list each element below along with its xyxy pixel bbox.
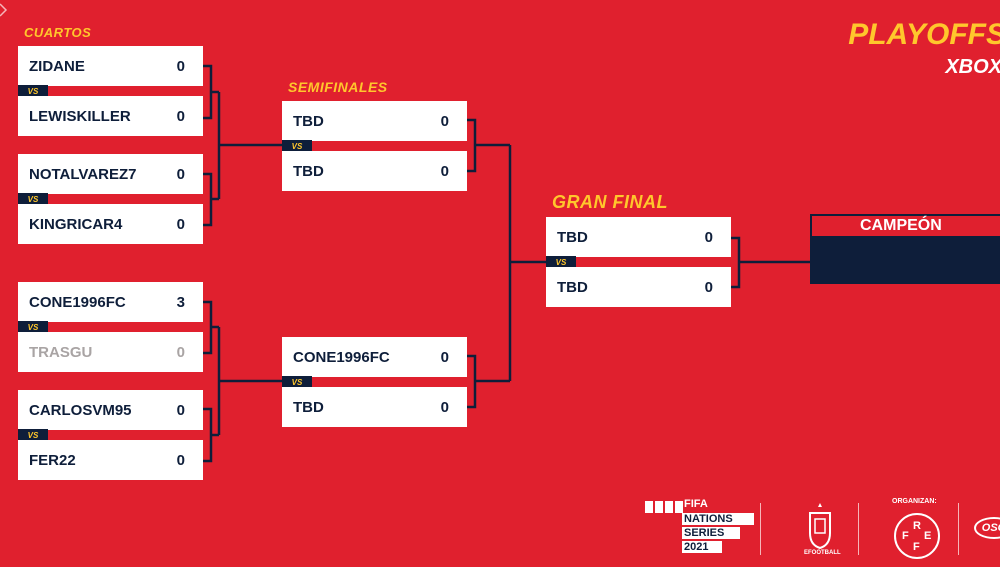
vs-badge: VS (18, 429, 48, 441)
fifa-logo-text: FIFA (684, 498, 708, 510)
player-score: 0 (176, 215, 185, 233)
player-name: TBD (293, 112, 324, 130)
quarterfinal-match-2: NOTALVAREZ7 0 VS KINGRICAR4 0 (18, 154, 203, 254)
player-slot: LEWISKILLER 0 (18, 96, 203, 136)
player-score: 0 (176, 107, 185, 125)
vs-divider (18, 323, 203, 331)
player-score: 0 (176, 343, 185, 361)
player-slot: TBD 0 (546, 217, 731, 257)
quarterfinal-match-3: CONE1996FC 3 VS TRASGU 0 (18, 282, 203, 382)
year-label: 2021 (682, 541, 722, 553)
vs-badge: VS (282, 140, 312, 152)
player-slot: FER22 0 (18, 440, 203, 480)
player-name: CARLOSVM95 (29, 401, 132, 419)
player-slot: TBD 0 (546, 267, 731, 307)
player-name: TBD (293, 398, 324, 416)
nations-label: NATIONS (682, 513, 754, 525)
page-title: PLAYOFFS (848, 18, 1000, 51)
round-label-semifinals: SEMIFINALES (288, 79, 388, 95)
player-name: LEWISKILLER (29, 107, 131, 125)
fifa-stripes-icon (645, 501, 683, 513)
organizer-label: ORGANIZAN: (892, 498, 937, 505)
player-slot: CARLOSVM95 0 (18, 390, 203, 430)
player-slot: ZIDANE 0 (18, 46, 203, 86)
player-name: TBD (557, 278, 588, 296)
champion-header: CAMPEÓN (810, 214, 1000, 238)
player-slot: CONE1996FC 3 (18, 282, 203, 322)
vs-badge: VS (18, 321, 48, 333)
player-score: 0 (704, 278, 713, 296)
player-name: ZIDANE (29, 57, 85, 75)
rfef-logo: R F E F (894, 513, 940, 559)
player-name: KINGRICAR4 (29, 215, 123, 233)
player-name: CONE1996FC (293, 348, 390, 366)
corner-decoration (0, 3, 8, 17)
vs-divider (282, 378, 467, 386)
player-score: 0 (704, 228, 713, 246)
vs-divider (18, 431, 203, 439)
player-score: 0 (440, 398, 449, 416)
round-label-quarterfinals: CUARTOS (24, 25, 92, 40)
vs-badge: VS (18, 193, 48, 205)
divider (958, 503, 959, 555)
player-slot: TBD 0 (282, 101, 467, 141)
player-name: TBD (293, 162, 324, 180)
spain-crest-icon (809, 503, 831, 549)
player-slot: CONE1996FC 0 (282, 337, 467, 377)
divider (858, 503, 859, 555)
efootball-label: EFOOTBALL (804, 550, 841, 556)
player-score: 0 (440, 162, 449, 180)
vs-badge: VS (282, 376, 312, 388)
player-slot: KINGRICAR4 0 (18, 204, 203, 244)
player-slot: TBD 0 (282, 387, 467, 427)
player-slot: NOTALVAREZ7 0 (18, 154, 203, 194)
vs-badge: VS (18, 85, 48, 97)
semifinal-match-2: CONE1996FC 0 VS TBD 0 (282, 337, 467, 437)
round-label-final: GRAN FINAL (552, 192, 668, 212)
sponsor-logos: FIFA NATIONS SERIES 2021 EFOOTBALL ORGAN… (640, 495, 1000, 567)
player-slot-eliminated: TRASGU 0 (18, 332, 203, 372)
player-name: TBD (557, 228, 588, 246)
player-name: NOTALVAREZ7 (29, 165, 137, 183)
vs-divider (282, 142, 467, 150)
player-name: FER22 (29, 451, 76, 469)
rfef-letter: F (913, 541, 920, 553)
player-score: 3 (176, 293, 185, 311)
quarterfinal-match-4: CARLOSVM95 0 VS FER22 0 (18, 390, 203, 490)
final-match: TBD 0 VS TBD 0 (546, 217, 731, 317)
player-score: 0 (440, 112, 449, 130)
player-score: 0 (176, 451, 185, 469)
rfef-letter: F (902, 530, 909, 542)
champion-slot (810, 238, 1000, 284)
platform-label: XBOX (945, 56, 1000, 78)
vs-divider (546, 258, 731, 266)
player-score: 0 (176, 401, 185, 419)
series-label: SERIES (682, 527, 740, 539)
vs-divider (18, 195, 203, 203)
divider (760, 503, 761, 555)
player-name: TRASGU (29, 343, 93, 361)
player-score: 0 (176, 165, 185, 183)
player-slot: TBD 0 (282, 151, 467, 191)
player-score: 0 (440, 348, 449, 366)
semifinal-match-1: TBD 0 VS TBD 0 (282, 101, 467, 201)
rfef-letter: E (924, 530, 932, 542)
quarterfinal-match-1: ZIDANE 0 VS LEWISKILLER 0 (18, 46, 203, 146)
sponsor-logo: OSO (974, 517, 1000, 539)
player-score: 0 (176, 57, 185, 75)
vs-badge: VS (546, 256, 576, 268)
vs-divider (18, 87, 203, 95)
player-name: CONE1996FC (29, 293, 126, 311)
rfef-letter: R (913, 520, 921, 532)
